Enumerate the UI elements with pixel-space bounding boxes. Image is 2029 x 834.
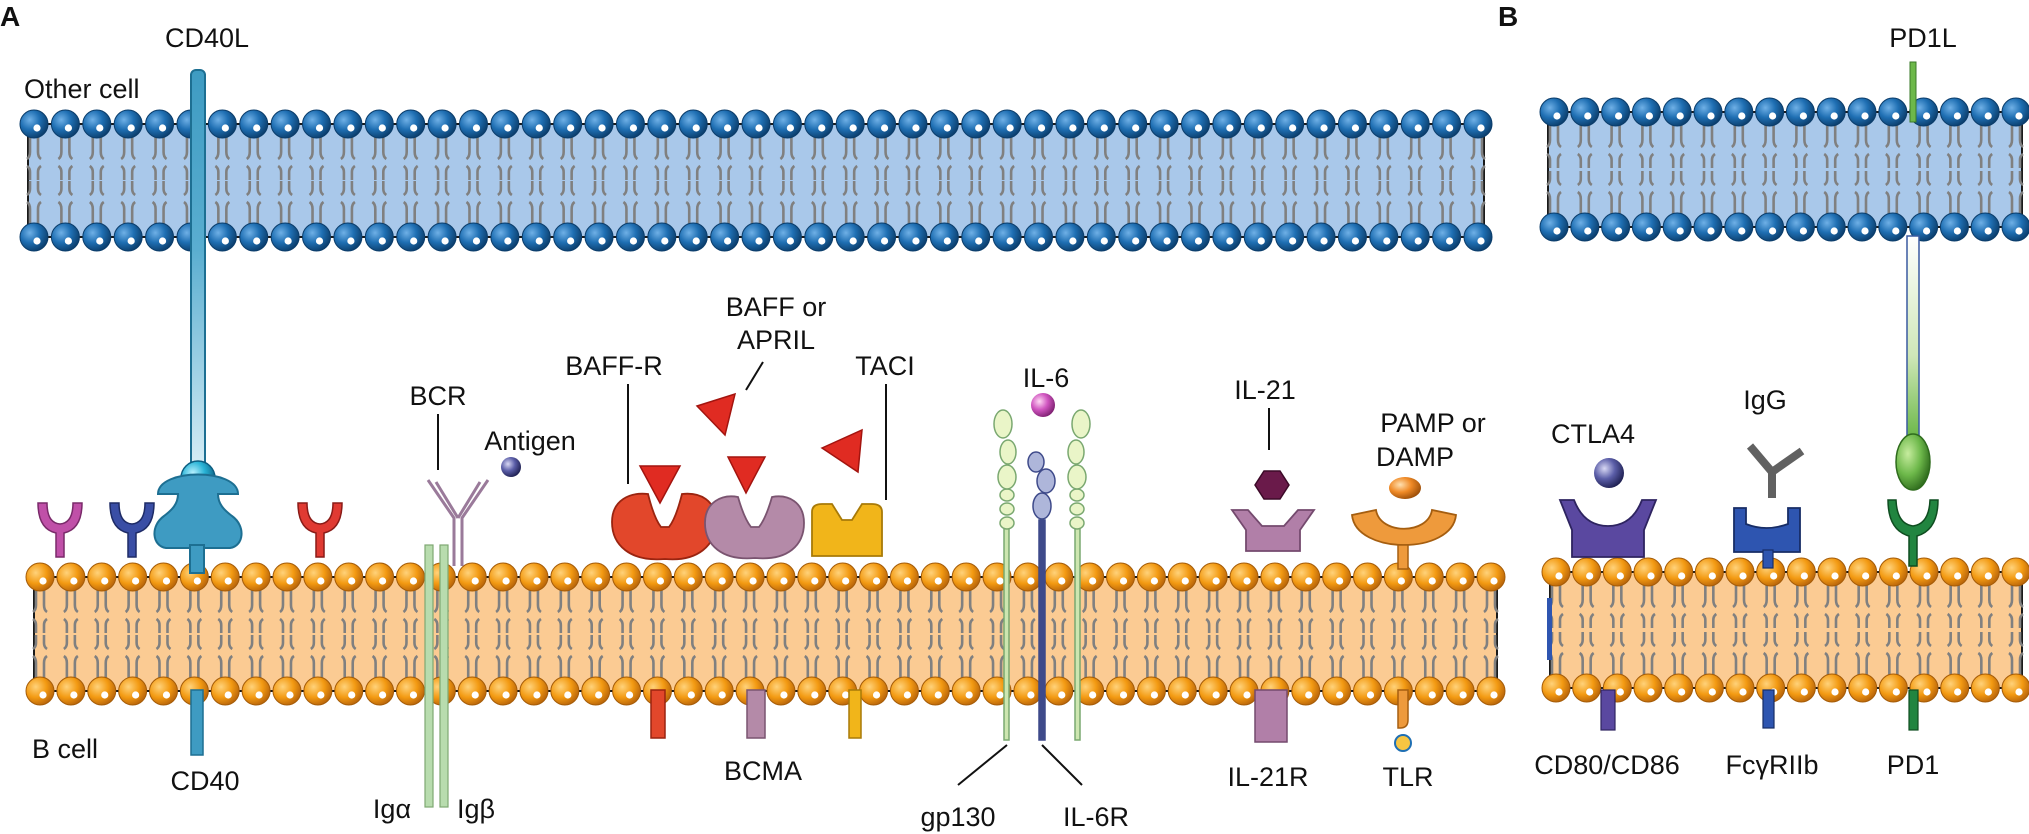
cd40-stalk xyxy=(189,544,205,574)
fcgr-stalk xyxy=(1762,549,1774,569)
igbeta-label: Igβ xyxy=(457,794,495,824)
tlr-label: TLR xyxy=(1382,762,1433,792)
bcma-receptor xyxy=(704,495,805,560)
cd40-tail xyxy=(190,689,204,756)
baff-april-line2: APRIL xyxy=(737,325,815,355)
taci-receptor xyxy=(811,503,883,557)
il6r-receptor xyxy=(1027,451,1056,741)
pamp-line2: DAMP xyxy=(1376,442,1454,472)
ig-alpha xyxy=(424,544,434,808)
fcgr-tail xyxy=(1762,689,1775,729)
il6-label: IL-6 xyxy=(1023,363,1070,393)
tlr-receptor xyxy=(1351,508,1457,546)
leader-lines xyxy=(437,361,1270,786)
pd1l-label: PD1L xyxy=(1889,23,1957,53)
bcma-label: BCMA xyxy=(724,756,802,786)
gp130-label: gp130 xyxy=(920,802,995,832)
cd40l-label: CD40L xyxy=(165,23,249,53)
cd80-tail xyxy=(1600,689,1616,731)
cd40-label: CD40 xyxy=(170,766,239,796)
igg-label: IgG xyxy=(1743,385,1787,415)
pamp-line1: PAMP or xyxy=(1380,408,1486,438)
bcma-tail xyxy=(746,689,766,739)
pd1l-stalk xyxy=(1909,61,1917,123)
bcell-membrane-a xyxy=(25,562,1506,706)
ctla4-ball xyxy=(1594,458,1624,488)
il21r-receptor xyxy=(1230,509,1316,552)
baff-triangle-3 xyxy=(695,392,737,437)
panel-b-letter: B xyxy=(1498,1,1518,32)
baff-triangle-1 xyxy=(638,465,682,505)
il21-hexagon xyxy=(1254,470,1290,500)
bcr-receptor xyxy=(426,479,490,566)
baffr-label: BAFF-R xyxy=(565,351,663,381)
baff-april-line1: BAFF or xyxy=(726,292,827,322)
baff-triangle-2 xyxy=(726,456,767,495)
fcgr-receptor xyxy=(1733,507,1801,553)
il6-ball xyxy=(1031,393,1055,417)
ig-beta xyxy=(439,544,449,808)
il6r-label: IL-6R xyxy=(1063,802,1129,832)
il21r-label: IL-21R xyxy=(1227,762,1308,792)
pamp-ball xyxy=(1389,477,1421,499)
other-cell-label: Other cell xyxy=(24,74,140,104)
igalpha-label: Igα xyxy=(373,794,411,824)
taci-tail xyxy=(848,689,862,739)
antigen-label: Antigen xyxy=(484,426,576,456)
bcr-label: BCR xyxy=(409,381,466,411)
april-triangle xyxy=(820,428,863,474)
igg-antibody xyxy=(1746,443,1805,498)
cd40-receptor xyxy=(153,473,243,549)
tlr-stalk xyxy=(1397,544,1409,570)
pd1l-bulb xyxy=(1895,433,1931,491)
fcgr-label: FcγRIIb xyxy=(1725,750,1818,780)
other-cell-membrane xyxy=(19,109,1493,252)
cd80-label: CD80/CD86 xyxy=(1534,750,1680,780)
other-cell-membrane-b xyxy=(1539,97,2029,242)
tlr-tail xyxy=(1397,689,1409,729)
gp130-receptor xyxy=(993,409,1091,741)
pd1-label: PD1 xyxy=(1887,750,1940,780)
ctla4-cd80-receptor xyxy=(1558,499,1658,558)
baffr-tail xyxy=(650,689,666,739)
pd1-receptor xyxy=(1887,499,1939,567)
pd1-tail xyxy=(1908,689,1919,731)
tlr-bead xyxy=(1394,734,1412,752)
panel-a-letter: A xyxy=(0,1,20,32)
bcell-membrane-b xyxy=(1541,557,2029,703)
il21-label: IL-21 xyxy=(1234,375,1296,405)
il21r-tail xyxy=(1254,689,1288,743)
cd80-left-strand xyxy=(1547,598,1552,660)
antigen-ball xyxy=(501,457,521,477)
bcell-label: B cell xyxy=(32,734,98,764)
ctla4-label: CTLA4 xyxy=(1551,419,1635,449)
taci-label: TACI xyxy=(855,351,915,381)
membranes xyxy=(19,97,2029,706)
